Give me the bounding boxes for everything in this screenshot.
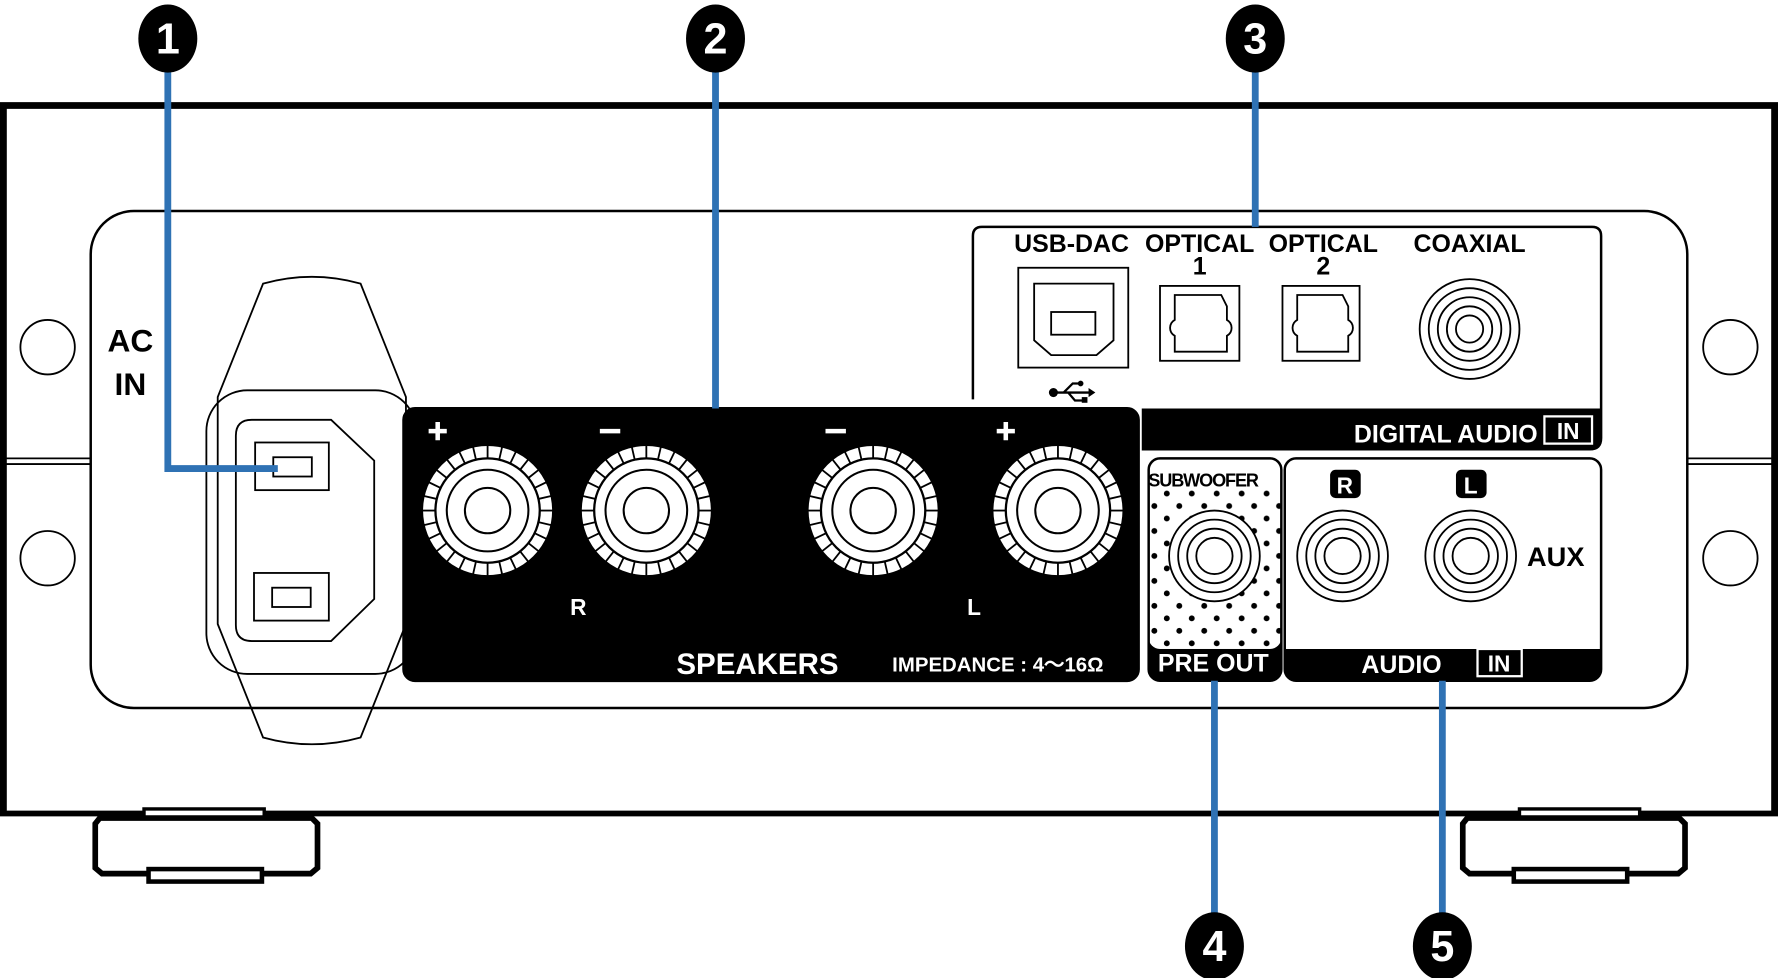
coaxial-label: COAXIAL — [1413, 230, 1525, 258]
svg-text:L: L — [967, 594, 981, 620]
digital-in-badge: IN — [1557, 418, 1580, 444]
plus-icon — [991, 416, 1021, 446]
channel-badge-left: L — [1455, 469, 1487, 499]
screw-hole-icon — [1702, 319, 1759, 376]
foot-right — [1459, 807, 1688, 884]
screw-hole-icon — [1702, 530, 1759, 587]
ac-label-line2: IN — [115, 366, 147, 402]
pre-out-section: SUBWOOFER PRE OUT — [1147, 457, 1283, 682]
svg-text:3: 3 — [1243, 15, 1267, 63]
callout-marker-2: 2 — [686, 4, 745, 73]
optical-port-1[interactable] — [1159, 285, 1241, 362]
optical-port-2[interactable] — [1281, 285, 1361, 362]
foot-left — [92, 807, 321, 884]
chassis — [0, 102, 1778, 817]
callout-lines — [164, 58, 1446, 929]
svg-text:4: 4 — [1202, 923, 1226, 971]
audio-label: AUDIO — [1361, 651, 1441, 679]
impedance-label: IMPEDANCE : 4～16Ω — [892, 655, 1103, 677]
optical2-number: 2 — [1316, 253, 1330, 281]
aux-label: AUX — [1527, 541, 1584, 572]
power-socket-icon — [234, 418, 376, 642]
speaker-terminal-l-plus[interactable] — [987, 436, 1129, 585]
digital-audio-label: DIGITAL AUDIO — [1354, 420, 1538, 448]
ac-inlet-flange — [216, 275, 407, 746]
rca-jack-right[interactable] — [1296, 509, 1389, 603]
optical1-label: OPTICAL — [1145, 230, 1254, 258]
audio-in-section: R L AUX AUDIO IN — [1283, 457, 1603, 682]
subwoofer-jack[interactable] — [1168, 509, 1261, 603]
pre-out-label: PRE OUT — [1158, 650, 1269, 678]
svg-text:R: R — [570, 594, 586, 620]
callout-marker-1: 1 — [138, 4, 198, 73]
ac-inlet: AC IN — [107, 275, 418, 746]
svg-text:L: L — [1464, 473, 1478, 499]
subwoofer-label: SUBWOOFER — [1148, 471, 1259, 491]
rca-jack-left[interactable] — [1424, 509, 1517, 603]
svg-text:R: R — [1337, 473, 1353, 499]
callout-marker-3: 3 — [1225, 4, 1285, 73]
usb-dac-label: USB-DAC — [1014, 230, 1129, 258]
optical2-label: OPTICAL — [1269, 230, 1378, 258]
minus-icon — [595, 416, 625, 446]
screw-hole-icon — [19, 319, 76, 376]
optical1-number: 1 — [1193, 253, 1207, 281]
channel-badge-right: R — [564, 592, 592, 620]
channel-badge-left: L — [960, 592, 988, 620]
svg-text:1: 1 — [156, 15, 180, 63]
screw-hole-icon — [19, 530, 76, 587]
speakers-section: SPEAKERS IMPEDANCE : 4～16Ω R L — [402, 407, 1140, 683]
coaxial-jack[interactable] — [1418, 278, 1521, 380]
channel-divider — [767, 408, 777, 649]
svg-text:5: 5 — [1430, 923, 1454, 971]
callout-marker-5: 5 — [1412, 912, 1472, 978]
ac-label-line1: AC — [107, 323, 153, 359]
audio-in-badge: IN — [1488, 651, 1511, 677]
speaker-terminal-r-minus[interactable] — [576, 436, 717, 585]
callout-line-1 — [164, 58, 278, 472]
speaker-terminal-l-minus[interactable] — [802, 436, 944, 585]
inner-panel — [89, 209, 1689, 710]
digital-audio-section: USB-DAC OPTICAL 1 OPTICAL 2 COAXIAL — [971, 225, 1603, 451]
minus-icon — [820, 416, 851, 446]
usb-b-port[interactable] — [1017, 266, 1130, 369]
callout-marker-4: 4 — [1184, 912, 1244, 978]
plus-icon — [422, 416, 453, 446]
usb-icon — [1048, 380, 1096, 403]
speaker-terminal-r-plus[interactable] — [417, 436, 558, 585]
mounting-holes — [19, 319, 1759, 587]
svg-text:2: 2 — [704, 15, 728, 63]
channel-badge-right: R — [1330, 469, 1361, 499]
speakers-label: SPEAKERS — [676, 648, 838, 681]
